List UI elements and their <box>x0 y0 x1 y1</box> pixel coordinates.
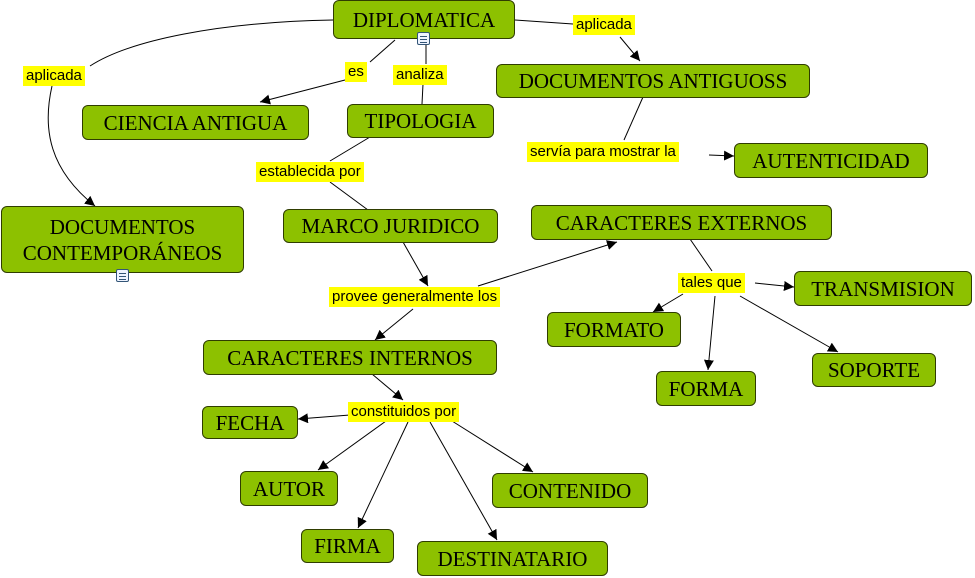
link-label-tales-que[interactable]: tales que <box>678 273 745 293</box>
node-soporte[interactable]: SOPORTE <box>812 353 936 387</box>
link-label-aplicada-left[interactable]: aplicada <box>23 66 85 86</box>
node-documentos-antiguoss[interactable]: DOCUMENTOS ANTIGUOSS <box>496 64 810 98</box>
link-label-aplicada-right[interactable]: aplicada <box>573 15 635 35</box>
link-label-provee[interactable]: provee generalmente los <box>329 287 501 307</box>
link-label-servia[interactable]: servía para mostrar la <box>527 142 679 162</box>
node-documentos-contemporaneos[interactable]: DOCUMENTOS CONTEMPORÁNEOS <box>1 206 244 273</box>
node-caracteres-internos[interactable]: CARACTERES INTERNOS <box>203 340 497 375</box>
node-diplomatica[interactable]: DIPLOMATICA <box>333 0 515 39</box>
node-contenido[interactable]: CONTENIDO <box>492 473 648 508</box>
node-fecha[interactable]: FECHA <box>202 406 298 439</box>
node-autenticidad[interactable]: AUTENTICIDAD <box>734 143 928 178</box>
document-icon[interactable] <box>417 32 430 45</box>
link-label-es[interactable]: es <box>345 62 367 82</box>
link-label-establecida-por[interactable]: establecida por <box>256 162 364 182</box>
node-autor[interactable]: AUTOR <box>240 471 338 506</box>
link-label-constituidos-por[interactable]: constituidos por <box>348 402 460 422</box>
node-marco-juridico[interactable]: MARCO JURIDICO <box>283 209 498 243</box>
concept-map-icon[interactable] <box>116 269 129 282</box>
node-firma[interactable]: FIRMA <box>301 529 394 563</box>
link-label-analiza[interactable]: analiza <box>393 65 447 85</box>
node-destinatario[interactable]: DESTINATARIO <box>417 541 608 576</box>
node-tipologia[interactable]: TIPOLOGIA <box>347 104 494 138</box>
node-forma[interactable]: FORMA <box>656 371 756 406</box>
node-ciencia-antigua[interactable]: CIENCIA ANTIGUA <box>82 105 309 140</box>
node-transmision[interactable]: TRANSMISION <box>794 271 972 306</box>
node-caracteres-externos[interactable]: CARACTERES EXTERNOS <box>531 205 832 240</box>
node-formato[interactable]: FORMATO <box>547 312 681 347</box>
